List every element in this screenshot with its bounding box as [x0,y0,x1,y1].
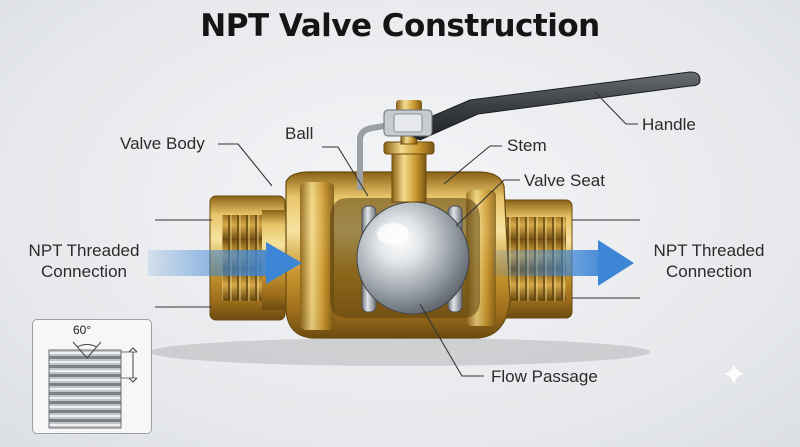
label-inlet-line2: Connection [40,262,127,281]
leader-valve-body [218,143,273,187]
page-title: NPT Valve Construction [200,8,600,44]
thread-profile [48,341,138,429]
label-outlet-connection: NPT Threaded Connection [647,240,771,282]
handle [357,71,701,190]
leader-lines [155,91,640,377]
ball [356,201,470,315]
ball-highlight [377,223,409,245]
label-inlet-connection: NPT Threaded Connection [28,240,140,282]
flow-arrow-outlet [494,240,634,286]
label-valve-body: Valve Body [120,134,205,153]
valve-shadow [150,338,650,366]
label-valve-seat: Valve Seat [524,171,605,190]
leader-ball [322,146,369,197]
sparkle-icon [724,364,744,384]
label-flow-passage: Flow Passage [491,367,598,386]
label-stem: Stem [507,136,547,155]
label-inlet-line1: NPT Threaded [28,241,140,260]
leader-handle [594,91,638,125]
thread-angle-inset: 60° [32,319,152,434]
leader-stem [443,145,502,185]
thread-angle-label: 60° [73,323,92,337]
label-outlet-line2: Connection [665,262,752,281]
label-handle: Handle [642,115,696,134]
flow-arrow-inlet [148,242,302,284]
label-outlet-line1: NPT Threaded [653,241,765,260]
leader-flow-passage [419,303,484,377]
leader-valve-seat [455,179,520,227]
label-ball: Ball [285,124,314,143]
stem [383,100,435,203]
